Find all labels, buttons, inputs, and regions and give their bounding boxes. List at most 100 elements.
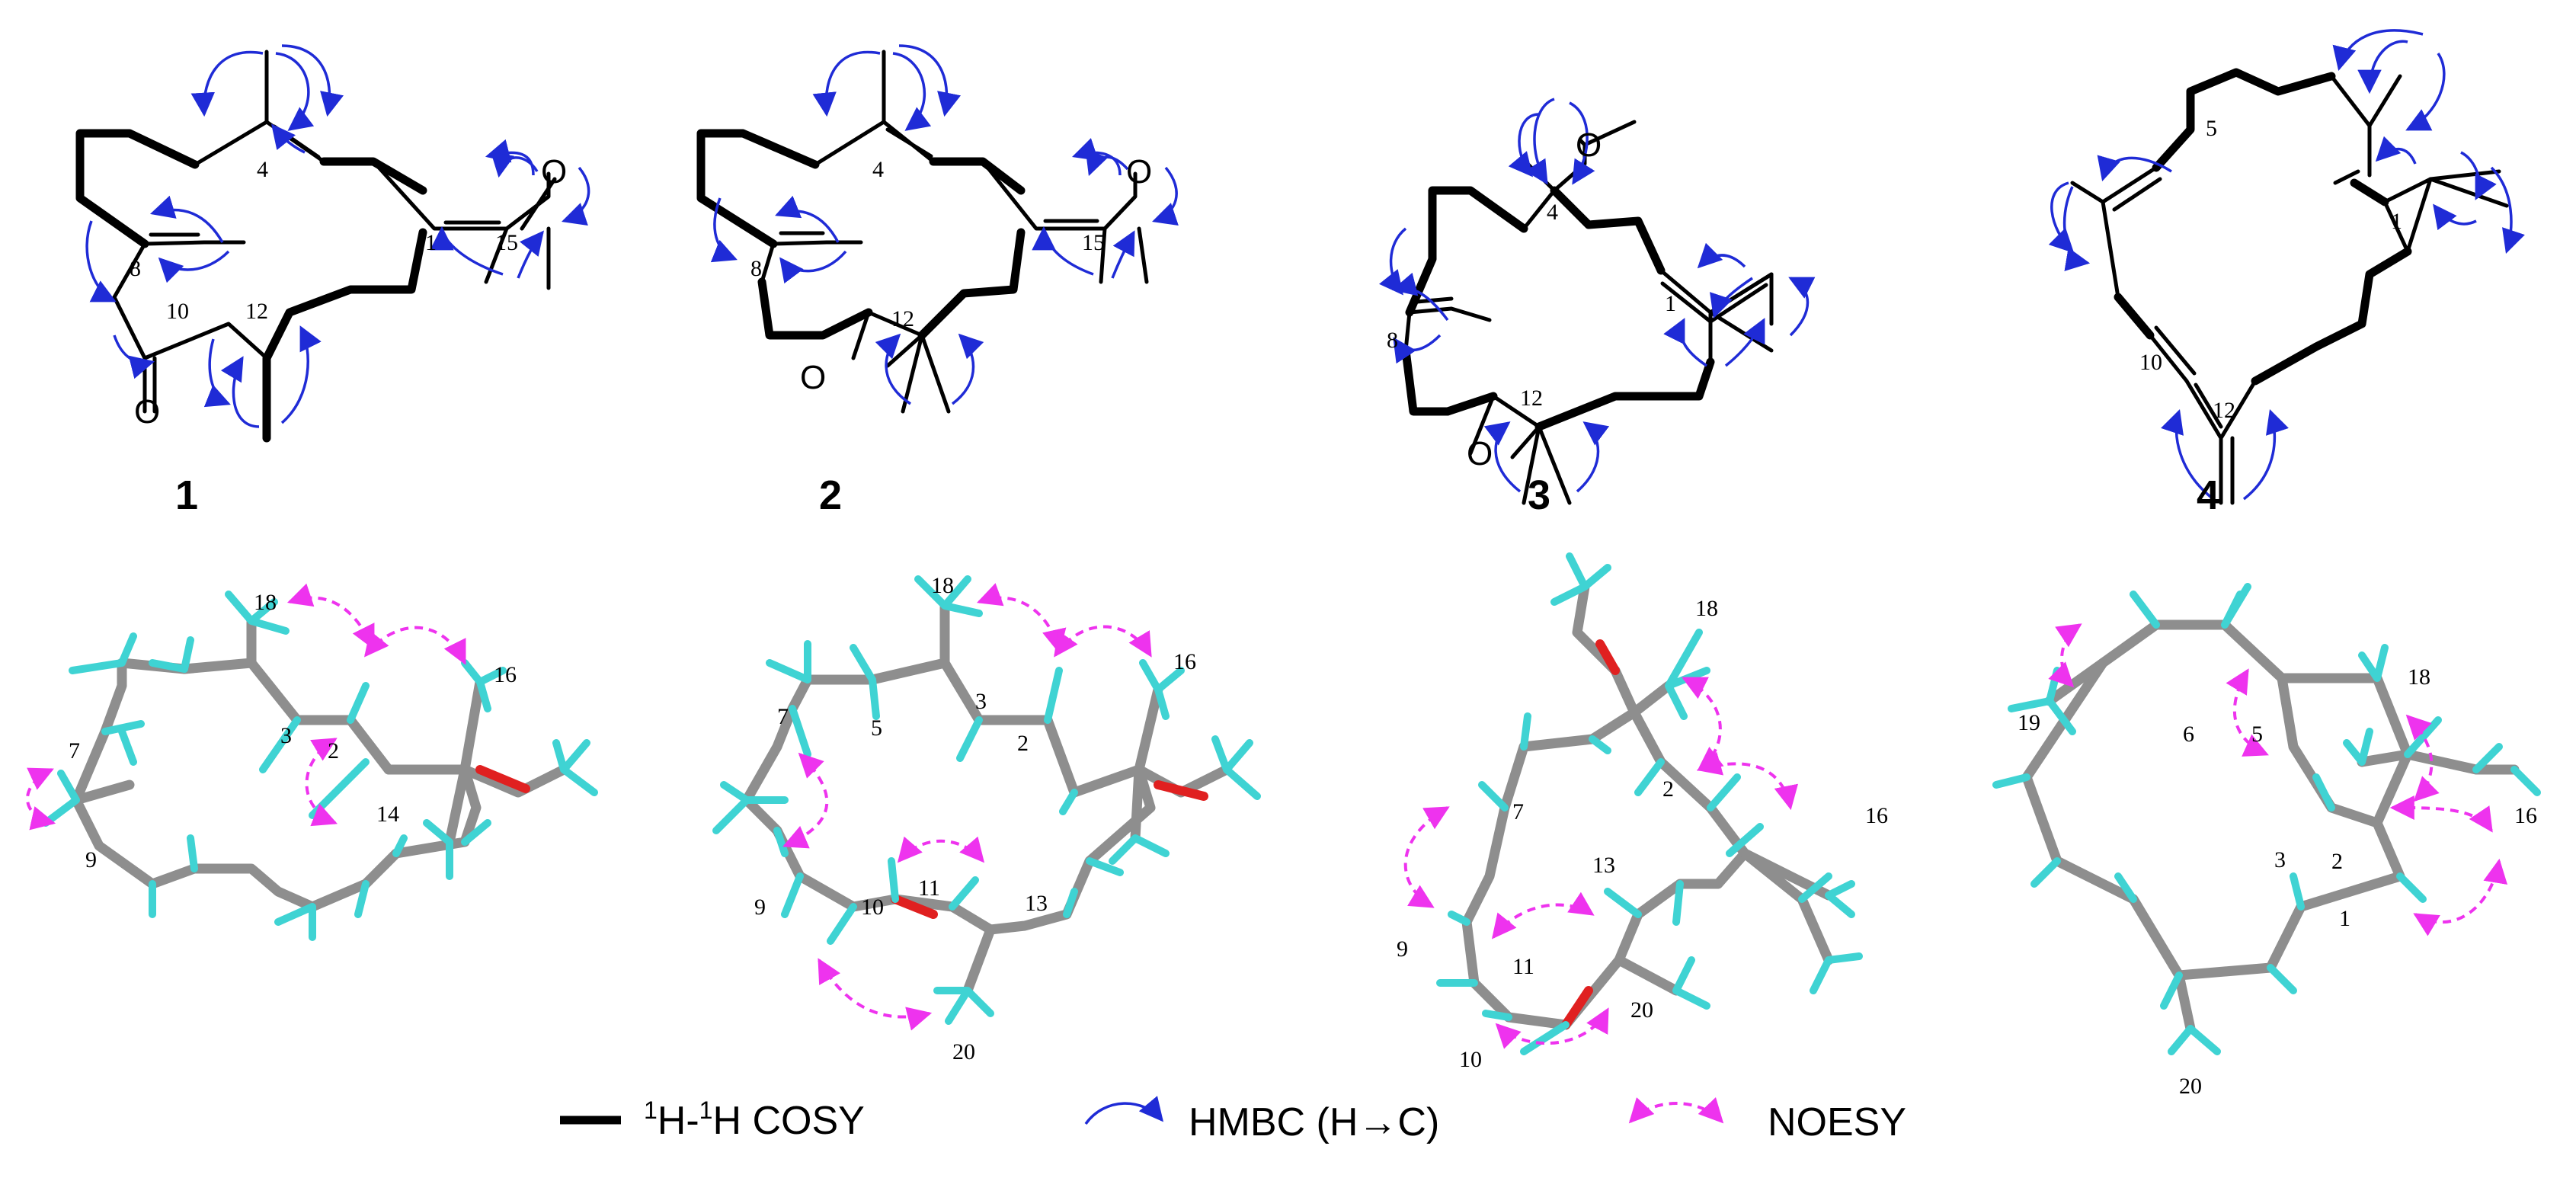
hydrogen-sticks	[1992, 583, 2541, 1055]
atom-number: 16	[1173, 649, 1196, 674]
atom-number: 7	[69, 738, 80, 763]
3d-model-compound-1: 18 16 3 2 7 14 9	[26, 583, 598, 941]
hydrogen-sticks	[42, 591, 598, 941]
hydrogen-sticks	[712, 575, 1261, 1025]
carbon-number: 15	[1082, 230, 1105, 255]
oxygen-stick	[475, 765, 530, 793]
atom-label: O	[134, 393, 160, 431]
atom-number: 9	[754, 895, 766, 920]
atom-number: 13	[1592, 853, 1615, 878]
atom-number: 20	[952, 1039, 975, 1064]
atom-number: 3	[280, 723, 292, 748]
compound-label: 1	[175, 472, 198, 518]
atom-number: 9	[1397, 936, 1408, 962]
atom-number: 16	[2514, 803, 2537, 828]
carbon-number: 5	[2206, 116, 2217, 141]
atom-label: O	[800, 359, 826, 396]
noesy-arrows	[26, 583, 466, 831]
noesy-arrows	[782, 583, 1152, 1031]
cosy-bonds	[696, 129, 1026, 340]
skeleton-bonds	[760, 50, 1149, 414]
atom-number: 5	[2251, 722, 2263, 747]
atom-label: O	[541, 153, 567, 190]
compound-label: 4	[2197, 472, 2219, 518]
carbon-number: 4	[872, 157, 884, 182]
skeleton-bonds	[2070, 74, 2509, 505]
atom-number: 16	[494, 662, 517, 687]
legend-hmbc: HMBC (H→C)	[1084, 1096, 1439, 1144]
atom-number: 11	[918, 875, 940, 901]
atom-number: 2	[2331, 849, 2343, 874]
atom-number: 5	[871, 715, 882, 741]
atom-number: 2	[328, 738, 339, 763]
cosy-bonds	[75, 129, 427, 443]
atom-number: 7	[1512, 799, 1524, 824]
3d-model-compound-3: 18 7 2 13 16 9 11 20 10	[1397, 552, 1888, 1072]
atom-number: 9	[85, 847, 97, 872]
atom-number: 10	[861, 895, 884, 920]
atom-number: 6	[2183, 722, 2194, 747]
hmbc-arrows	[2048, 29, 2525, 501]
structure-compound-1: O O 4 8 1 15 10 12	[75, 44, 590, 443]
carbon-number: 4	[257, 157, 268, 182]
atom-number: 10	[1459, 1047, 1482, 1072]
carbon-number: 12	[2213, 398, 2235, 423]
carbon-number: 8	[130, 256, 141, 281]
atom-number: 11	[1512, 954, 1534, 979]
legend-cosy-suffix: H COSY	[712, 1099, 864, 1143]
structure-compound-3: O O 4 8 1 12	[1379, 98, 1816, 505]
legend-cosy: 1H-1H COSY	[560, 1096, 865, 1143]
atom-number: 13	[1025, 891, 1048, 916]
carbon-number: 4	[1547, 200, 1558, 225]
legend-hmbc-label: HMBC (H→C)	[1189, 1100, 1439, 1144]
atom-number: 3	[975, 689, 987, 714]
skeleton-bonds	[112, 50, 557, 440]
carbon-number: 1	[2391, 209, 2402, 234]
legend-cosy-label: 1H-1H COSY	[644, 1096, 865, 1143]
structure-compound-2: O O 4 8 15 12	[696, 44, 1179, 414]
legend: 1H-1H COSY HMBC (H→C) NOESY	[560, 1096, 1906, 1144]
atom-number: 1	[2339, 906, 2350, 931]
cosy-bonds	[1401, 186, 1715, 431]
atom-number: 18	[931, 573, 954, 598]
legend-noesy: NOESY	[1628, 1097, 1906, 1144]
noesy-arrows	[1403, 677, 1799, 1049]
atom-label: O	[1467, 435, 1493, 472]
hmbc-arrow-swatch	[1084, 1096, 1164, 1125]
atom-number: 2	[1017, 731, 1029, 756]
carbon-number: 12	[1520, 386, 1543, 411]
carbon-number: 1	[425, 230, 437, 255]
carbon-sticks	[741, 600, 1232, 996]
atom-number: 20	[1630, 997, 1653, 1023]
atom-number: 18	[1695, 596, 1718, 621]
atom-label: O	[1126, 153, 1152, 190]
3d-model-compound-4: 18 6 5 19 3 16 2 1 20	[1992, 583, 2541, 1099]
legend-cosy-sup-1: 1	[644, 1096, 658, 1124]
carbon-number: 12	[245, 299, 268, 324]
carbon-number: 8	[1387, 328, 1398, 353]
compound-label: 3	[1528, 472, 1550, 518]
compound-label: 2	[819, 472, 842, 518]
atom-number: 2	[1662, 776, 1674, 802]
legend-cosy-mid: H-	[658, 1099, 699, 1143]
atom-label: O	[1576, 126, 1602, 164]
legend-noesy-label: NOESY	[1768, 1100, 1906, 1144]
carbon-number: 12	[891, 306, 914, 331]
atom-number: 18	[2408, 664, 2430, 690]
hmbc-arrows	[1379, 98, 1816, 493]
hmbc-arrows	[85, 44, 590, 428]
atom-number: 3	[2274, 847, 2286, 872]
atom-number: 18	[254, 590, 277, 615]
carbon-number: 10	[166, 299, 189, 324]
cosy-bonds	[2114, 68, 2412, 386]
atom-number: 19	[2018, 710, 2040, 735]
noesy-arrow-swatch	[1628, 1097, 1724, 1124]
oxygen-stick	[891, 780, 1208, 919]
carbon-number: 10	[2139, 350, 2162, 375]
carbon-number: 8	[750, 256, 762, 281]
carbon-number: 1	[1665, 291, 1676, 316]
atom-number: 14	[376, 802, 399, 827]
structure-compound-4: 5 1 10 12	[2048, 29, 2525, 505]
legend-cosy-sup-2: 1	[699, 1096, 713, 1124]
noesy-arrows	[2048, 623, 2508, 936]
